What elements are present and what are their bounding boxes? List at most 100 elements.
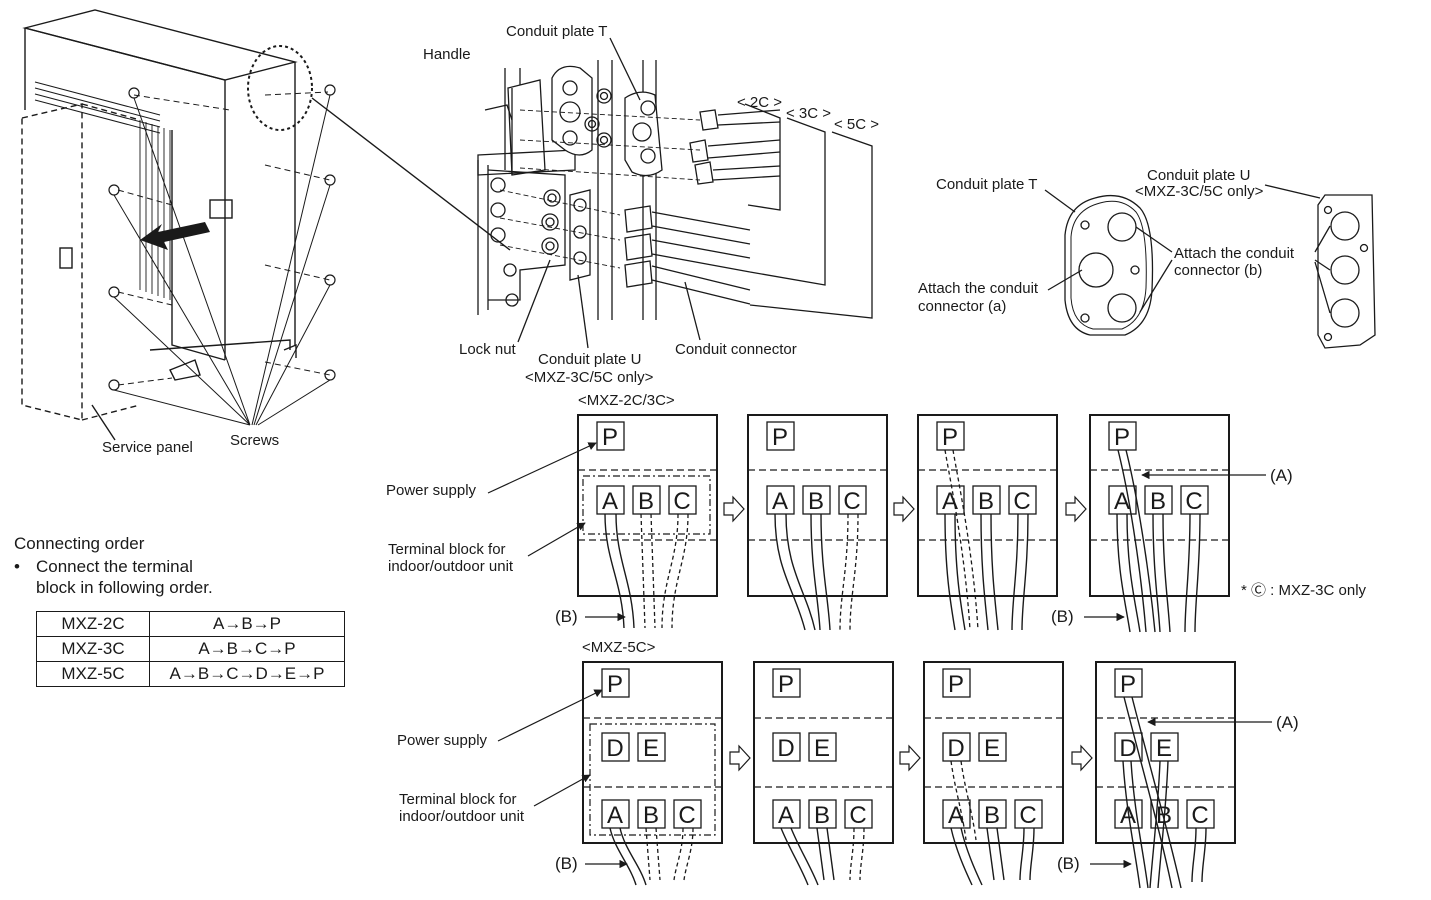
sequence-cell: A→B→C→P — [149, 636, 345, 662]
terminal-a-5c-3: A — [948, 802, 964, 829]
table-row: MXZ-3C A→B→C→P — [36, 636, 345, 662]
model-cell: MXZ-3C — [36, 636, 150, 662]
terminal-c-5c-4: C — [1191, 802, 1208, 829]
terminal-b-2c3c-4: B — [1150, 488, 1166, 515]
detail-plate-u-note: <MXZ-3C/5C only> — [1135, 183, 1264, 200]
step-arrow — [723, 495, 745, 523]
conduit-plate-u-note: <MXZ-3C/5C only> — [525, 369, 654, 386]
sequence-cell: A→B→P — [149, 611, 345, 637]
terminal-e-5c-2: E — [814, 735, 830, 762]
conduit-plate-u-label: Conduit plate U — [538, 351, 641, 368]
plate-details-drawing — [1044, 184, 1376, 349]
attach-a-line2: connector (a) — [918, 298, 1006, 315]
terminal-p-5c-4: P — [1120, 671, 1136, 698]
terminal-d-5c-4: D — [1119, 735, 1136, 762]
leaders-5c — [497, 689, 1272, 869]
power-supply-label-2c3c: Power supply — [386, 482, 477, 499]
step-arrow — [729, 744, 751, 772]
connecting-order-title: Connecting order — [14, 534, 145, 553]
terminal-d-5c-3: D — [947, 735, 964, 762]
step-arrow — [1065, 495, 1087, 523]
terminal-b-2c3c-3: B — [978, 488, 994, 515]
terminal-block-label-5c-line1: Terminal block for — [399, 791, 517, 808]
step-arrow — [893, 495, 915, 523]
instruction-line2: block in following order. — [36, 578, 213, 597]
outdoor-unit-drawing — [21, 9, 511, 441]
size-2c-label: < 2C > — [737, 94, 782, 111]
detail-plate-u-label: Conduit plate U — [1147, 167, 1250, 184]
terminal-p-2c3c-1: P — [602, 424, 618, 451]
connecting-order-table: MXZ-2C A→B→P MXZ-3C A→B→C→P MXZ-5C A→B→C… — [36, 611, 345, 687]
leaders-2c3c — [487, 442, 1266, 622]
attach-a-line1: Attach the conduit — [918, 280, 1039, 297]
panel-2c3c-step1 — [577, 414, 718, 629]
terminal-b-2c3c-1: B — [638, 488, 654, 515]
table-row: MXZ-5C A→B→C→D→E→P — [36, 661, 345, 687]
step-arrow — [899, 744, 921, 772]
panel-5c-step3 — [923, 661, 1064, 886]
panel-5c-step1 — [582, 661, 723, 886]
section-2c3c-header: <MXZ-2C/3C> — [578, 392, 675, 409]
sequence-cell: A→B→C→D→E→P — [149, 661, 345, 687]
terminal-b-5c-3: B — [984, 802, 1000, 829]
b-label-5c-left: (B) — [555, 854, 578, 873]
service-panel-label: Service panel — [102, 439, 193, 456]
terminal-d-5c-1: D — [606, 735, 623, 762]
terminal-a-5c-2: A — [778, 802, 794, 829]
terminal-b-5c-1: B — [643, 802, 659, 829]
conduit-connector-label: Conduit connector — [675, 341, 797, 358]
handle-label: Handle — [423, 46, 471, 63]
connecting-order-instruction: •Connect the terminal block in following… — [14, 556, 213, 598]
terminal-c-5c-2: C — [849, 802, 866, 829]
terminal-block-label-2c3c-line2: indoor/outdoor unit — [388, 558, 514, 575]
terminal-p-2c3c-2: P — [772, 424, 788, 451]
conduit-detail-drawing — [477, 37, 873, 349]
attach-b-line2: connector (b) — [1174, 262, 1262, 279]
terminal-e-5c-3: E — [984, 735, 1000, 762]
terminal-b-5c-2: B — [814, 802, 830, 829]
model-cell: MXZ-5C — [36, 661, 150, 687]
a-label-2c3c: (A) — [1270, 466, 1293, 485]
terminal-c-2c3c-3: C — [1013, 488, 1030, 515]
step-arrow — [1071, 744, 1093, 772]
terminal-c-5c-3: C — [1019, 802, 1036, 829]
a-label-5c: (A) — [1276, 713, 1299, 732]
attach-b-line1: Attach the conduit — [1174, 245, 1295, 262]
terminal-p-2c3c-3: P — [942, 424, 958, 451]
panel-2c3c-step4 — [1089, 414, 1230, 633]
model-cell: MXZ-2C — [36, 611, 150, 637]
b-label-2c3c-left: (B) — [555, 607, 578, 626]
terminal-a-2c3c-3: A — [942, 488, 958, 515]
power-supply-label-5c: Power supply — [397, 732, 488, 749]
terminal-a-2c3c-2: A — [772, 488, 788, 515]
terminal-a-5c-1: A — [607, 802, 623, 829]
terminal-a-2c3c-4: A — [1114, 488, 1130, 515]
terminal-c-2c3c-2: C — [843, 488, 860, 515]
terminal-b-5c-4: B — [1156, 802, 1172, 829]
terminal-b-2c3c-2: B — [808, 488, 824, 515]
b-label-5c-right: (B) — [1057, 854, 1080, 873]
terminal-c-2c3c-4: C — [1185, 488, 1202, 515]
section-5c-header: <MXZ-5C> — [582, 639, 656, 656]
b-label-2c3c-right: (B) — [1051, 607, 1074, 626]
size-5c-label: < 5C > — [834, 116, 879, 133]
mxz-3c-note: * Ⓒ : MXZ-3C only — [1241, 582, 1367, 599]
terminal-c-5c-1: C — [678, 802, 695, 829]
terminal-p-5c-2: P — [778, 671, 794, 698]
panel-5c-step4 — [1095, 661, 1236, 889]
panel-2c3c-step3 — [917, 414, 1058, 631]
terminal-block-label-5c-line2: indoor/outdoor unit — [399, 808, 525, 825]
terminal-block-label-2c3c-line1: Terminal block for — [388, 541, 506, 558]
terminal-e-5c-4: E — [1156, 735, 1172, 762]
terminal-c-2c3c-1: C — [673, 488, 690, 515]
terminal-p-5c-1: P — [607, 671, 623, 698]
panel-2c3c-step2 — [747, 414, 888, 631]
table-row: MXZ-2C A→B→P — [36, 611, 345, 637]
lock-nut-label: Lock nut — [459, 341, 517, 358]
terminal-d-5c-2: D — [777, 735, 794, 762]
screws-label: Screws — [230, 432, 279, 449]
terminal-p-2c3c-4: P — [1114, 424, 1130, 451]
terminal-p-5c-3: P — [948, 671, 964, 698]
panel-5c-step2 — [753, 661, 894, 886]
